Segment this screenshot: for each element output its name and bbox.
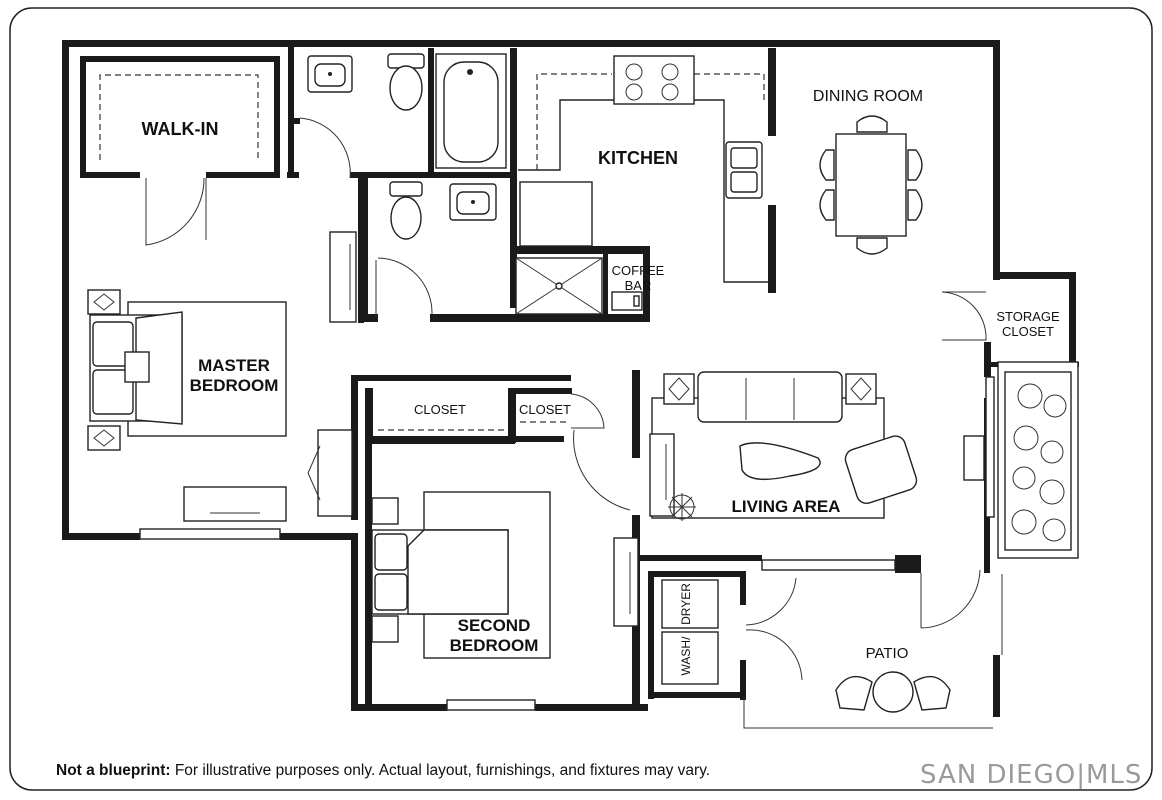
label-walk-in: WALK-IN [142, 119, 219, 139]
page-border [9, 7, 1153, 791]
second-bedroom-furniture [371, 491, 639, 659]
windows [139, 376, 995, 711]
laundry [661, 579, 719, 685]
label-closet-1: CLOSET [414, 402, 466, 417]
label-master-bedroom-1: MASTER [198, 356, 270, 375]
label-master-bedroom-2: BEDROOM [190, 376, 279, 395]
kitchen-fixtures [518, 55, 768, 311]
closet-rods [378, 421, 566, 431]
label-coffee-bar-2: BAR [625, 278, 652, 293]
disclaimer-text: For illustrative purposes only. Actual l… [170, 762, 711, 779]
walls [62, 40, 1079, 717]
label-storage-closet-1: STORAGE [996, 309, 1060, 324]
patio-set [835, 671, 951, 713]
living-furniture [649, 371, 985, 521]
label-wash: WASH/ [679, 636, 693, 676]
upper-bath-fixtures [307, 53, 507, 169]
label-coffee-bar-1: COFFEE [612, 263, 665, 278]
label-closet-2: CLOSET [519, 402, 571, 417]
lower-bath-fixtures [389, 181, 603, 315]
label-second-bedroom-1: SECOND [458, 616, 531, 635]
label-kitchen: KITCHEN [598, 148, 678, 168]
planter [997, 361, 1079, 559]
label-second-bedroom-2: BEDROOM [450, 636, 539, 655]
master-furniture [87, 231, 357, 522]
dining-table [819, 115, 923, 255]
brand-logo: SAN DIEGO|MLS [920, 760, 1143, 790]
label-dryer: DRYER [679, 583, 693, 625]
label-patio: PATIO [866, 645, 909, 662]
label-living-area: LIVING AREA [732, 497, 841, 516]
disclaimer-bold: Not a blueprint: [56, 762, 171, 779]
label-storage-closet-2: CLOSET [1002, 324, 1054, 339]
disclaimer: Not a blueprint: For illustrative purpos… [56, 762, 710, 780]
doors [145, 117, 1003, 729]
label-dining-room: DINING ROOM [813, 88, 923, 105]
